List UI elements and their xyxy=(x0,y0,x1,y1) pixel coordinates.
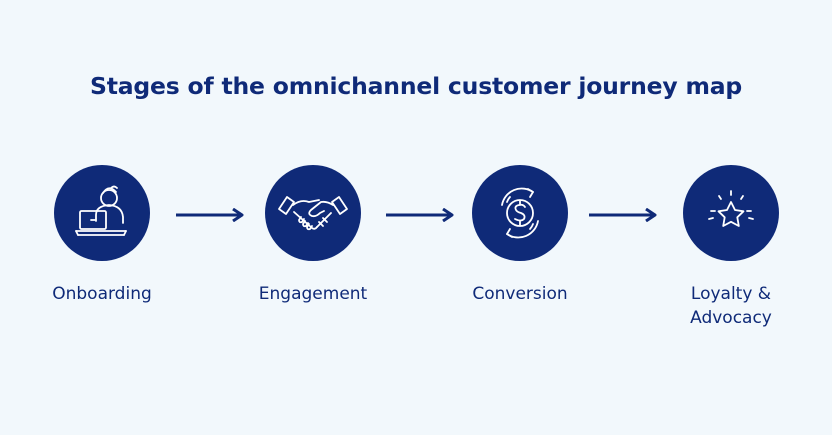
connector-arrow-1 xyxy=(175,208,245,222)
arrow-right-icon xyxy=(386,208,454,222)
stage-label-line: Onboarding xyxy=(52,284,152,304)
connector-arrow-3 xyxy=(588,208,658,222)
stage-label-onboarding: Onboarding xyxy=(22,282,182,306)
stage-label-line: Engagement xyxy=(258,284,368,304)
stage-loyalty-circle xyxy=(683,165,779,261)
handshake-icon xyxy=(278,196,348,231)
stage-label-loyalty-advocacy: Loyalty & Advocacy xyxy=(651,282,811,330)
sparkling-star-icon xyxy=(708,190,754,227)
stage-label-line: Conversion xyxy=(472,284,568,304)
dollar-cycle-icon xyxy=(501,187,539,239)
stage-label-line-2: Advocacy xyxy=(690,308,772,328)
person-at-laptop-icon xyxy=(75,185,127,236)
stage-label-line: Loyalty & xyxy=(690,284,772,304)
page-title: Stages of the omnichannel customer journ… xyxy=(89,72,743,100)
stage-label-conversion: Conversion xyxy=(440,282,600,306)
stage-onboarding-circle xyxy=(54,165,150,261)
arrow-right-icon xyxy=(176,208,244,222)
arrow-right-icon xyxy=(589,208,657,222)
stage-label-engagement: Engagement xyxy=(233,282,393,306)
connector-arrow-2 xyxy=(385,208,455,222)
stage-engagement-circle xyxy=(265,165,361,261)
stage-conversion-circle xyxy=(472,165,568,261)
